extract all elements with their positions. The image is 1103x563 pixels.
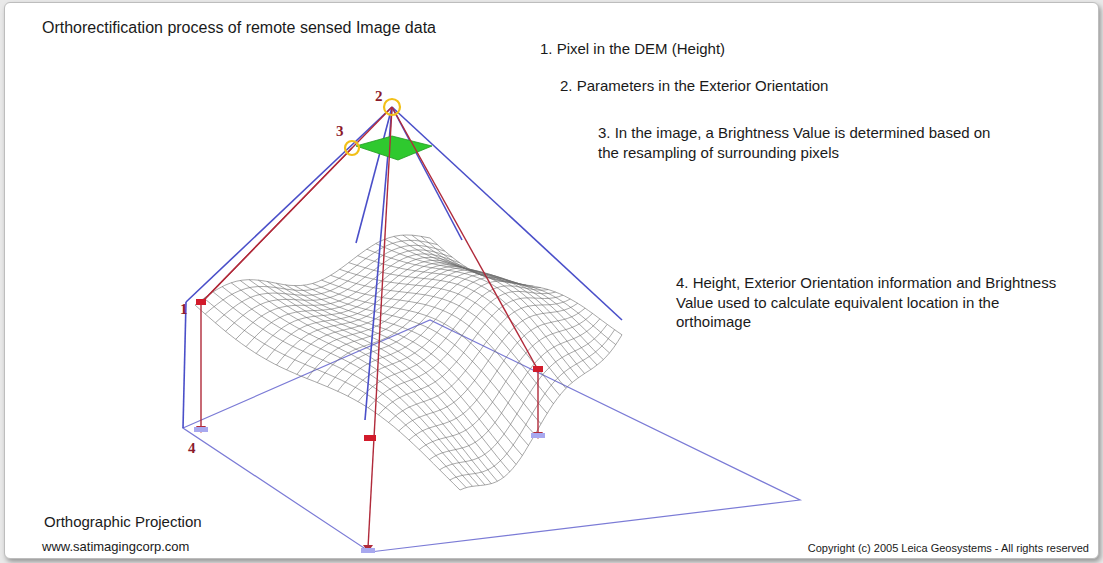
ray-markers bbox=[194, 299, 545, 553]
mesh-line bbox=[389, 299, 571, 423]
mesh-line bbox=[195, 305, 460, 490]
step-text: 2. Parameters in the Exterior Orientatio… bbox=[560, 76, 980, 96]
pyramid-rays bbox=[183, 107, 622, 428]
mesh-line bbox=[409, 308, 585, 440]
mesh-line bbox=[349, 263, 566, 389]
mesh-line bbox=[385, 239, 591, 369]
mesh-line bbox=[440, 324, 608, 469]
diagram-title: Orthorectification process of remote sen… bbox=[42, 18, 436, 39]
mesh-line bbox=[430, 238, 622, 335]
callout-number: 1 bbox=[180, 302, 188, 317]
image-plane bbox=[356, 136, 432, 160]
source-url: www.satimagingcorp.com bbox=[42, 539, 189, 556]
highlight-circles bbox=[345, 99, 400, 155]
mesh-line bbox=[195, 235, 430, 305]
red-rays bbox=[201, 107, 538, 548]
mesh-line bbox=[328, 274, 527, 387]
step-text: 3. In the image, a Brightness Value is d… bbox=[598, 123, 1008, 162]
callout-number: 3 bbox=[336, 124, 344, 139]
callout-number: 4 bbox=[188, 441, 196, 456]
step-text: 4. Height, Exterior Orientation informat… bbox=[676, 273, 1061, 332]
mesh-line bbox=[450, 330, 615, 480]
mesh-line bbox=[429, 319, 599, 460]
mesh-line bbox=[419, 313, 592, 449]
mesh-line bbox=[403, 235, 603, 360]
mesh-line bbox=[421, 236, 616, 344]
dem-mesh bbox=[195, 235, 622, 490]
mesh-line bbox=[394, 236, 597, 365]
mesh-line bbox=[460, 335, 622, 490]
mesh-line bbox=[287, 267, 497, 370]
projection-label: Orthographic Projection bbox=[44, 512, 202, 532]
callout-number: 2 bbox=[375, 89, 383, 104]
copyright-note: Copyright (c) 2005 Leica Geosystems - Al… bbox=[808, 541, 1089, 555]
mesh-line bbox=[285, 285, 522, 456]
step-text: 1. Pixel in the DEM (Height) bbox=[540, 39, 960, 59]
orthoimage-plane bbox=[183, 320, 800, 552]
mesh-line bbox=[240, 281, 491, 484]
mesh-line bbox=[367, 249, 579, 378]
mesh-line bbox=[294, 286, 528, 446]
